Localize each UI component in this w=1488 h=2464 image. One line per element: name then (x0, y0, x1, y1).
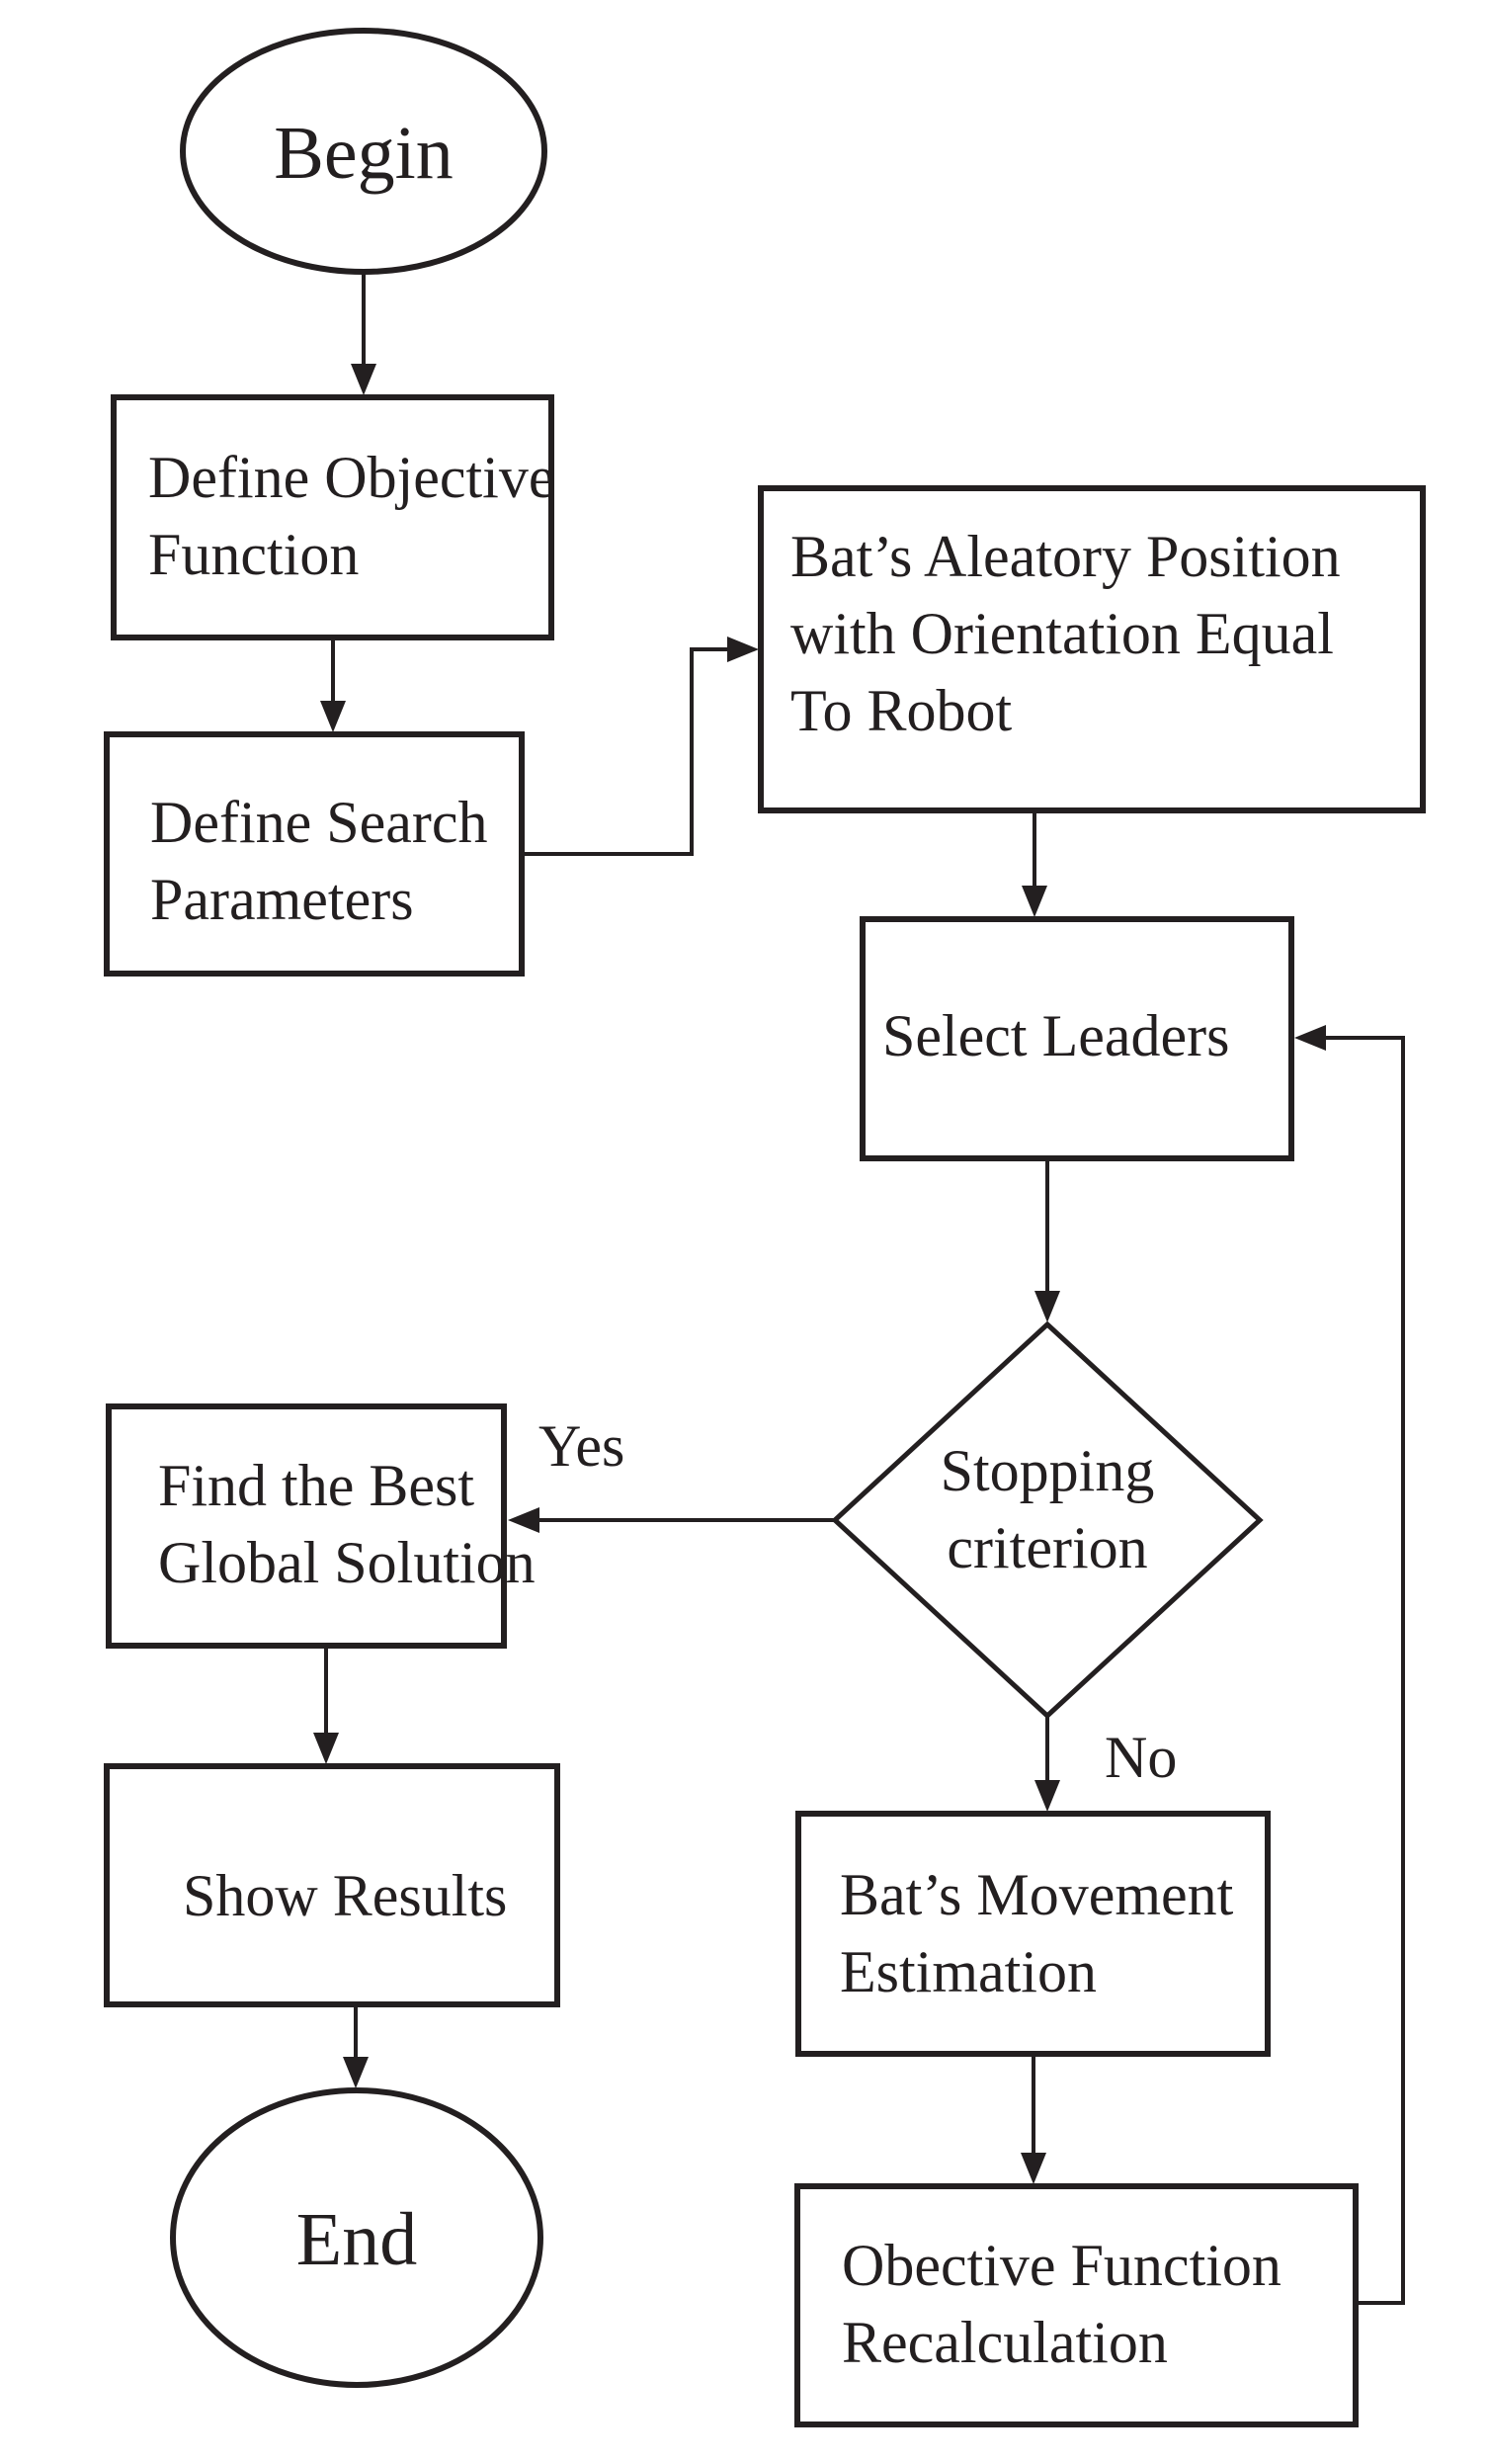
arrowhead-find-best-to-show-results (313, 1733, 339, 1764)
define-objective-line-2: Function (148, 522, 359, 587)
arrowhead-stopping-criterion-no-to-bats-movement (1034, 1780, 1060, 1812)
stopping-criterion-line-1: Stopping (941, 1438, 1155, 1503)
yes-branch-label: Yes (538, 1413, 624, 1479)
show-results-label: Show Results (183, 1863, 507, 1928)
define-search-line-2: Parameters (150, 867, 414, 932)
bats-movement-line-2: Estimation (840, 1939, 1097, 2004)
find-best-box (106, 1403, 507, 1649)
arrowhead-define-objective-to-define-search (320, 701, 346, 732)
bats-aleatory-line-2: with Orientation Equal (790, 601, 1334, 666)
objective-recalc-line-1: Obective Function (842, 2233, 1281, 2298)
define-objective-line-1: Define Objective (148, 445, 554, 510)
stopping-criterion-line-2: criterion (947, 1515, 1147, 1580)
arrowhead-bats-aleatory-to-select-leaders (1022, 886, 1047, 917)
select-leaders-label: Select Leaders (882, 1003, 1229, 1068)
arrowhead-bats-movement-to-objective-recalc (1021, 2153, 1046, 2184)
select-leaders-box (860, 916, 1294, 1161)
arrowhead-define-search-to-bats-aleatory (727, 637, 759, 662)
edge-objective-recalc-feedback-to-select-leaders (1326, 1036, 1405, 2305)
bats-aleatory-line-1: Bat’s Aleatory Position (790, 524, 1341, 589)
bats-movement-box (795, 1811, 1271, 2057)
arrowhead-stopping-criterion-yes-to-find-best (508, 1507, 539, 1533)
define-objective-box (111, 394, 554, 640)
end-label: End (296, 2198, 417, 2281)
end-terminal-ellipse (170, 2087, 543, 2388)
find-best-line-1: Find the Best (158, 1453, 474, 1518)
show-results-box (104, 1763, 560, 2007)
arrowhead-begin-to-define-objective (351, 364, 376, 395)
arrowhead-show-results-to-end (343, 2057, 369, 2088)
find-best-line-2: Global Solution (158, 1530, 536, 1595)
bats-aleatory-line-3: To Robot (790, 678, 1012, 743)
arrowhead-objective-recalc-feedback-to-select-leaders (1294, 1025, 1326, 1051)
begin-label: Begin (274, 112, 454, 195)
define-search-box (104, 731, 525, 977)
bats-aleatory-box (758, 485, 1426, 813)
arrowhead-select-leaders-to-stopping-criterion (1034, 1291, 1060, 1322)
objective-recalc-line-2: Recalculation (842, 2310, 1168, 2375)
objective-recalc-box (794, 2183, 1359, 2427)
define-search-line-1: Define Search (150, 790, 487, 855)
no-branch-label: No (1105, 1725, 1177, 1790)
edge-define-search-to-bats-aleatory (522, 647, 727, 856)
bats-movement-line-1: Bat’s Movement (840, 1862, 1234, 1927)
